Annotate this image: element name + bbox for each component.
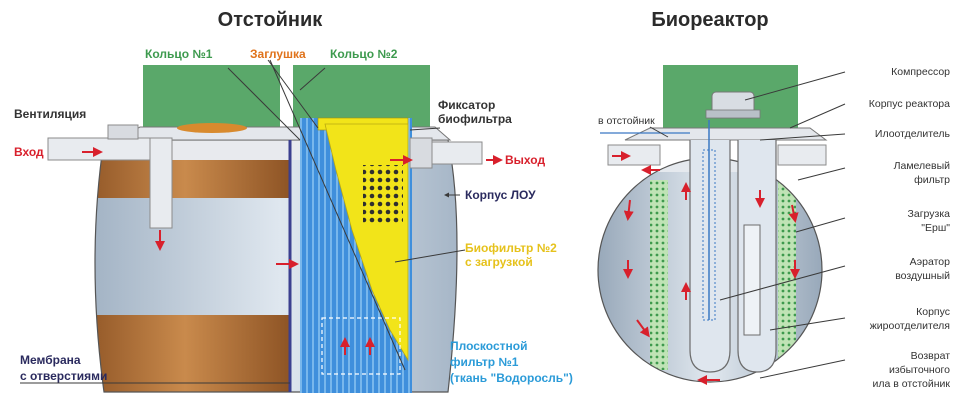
label-reactor-body: Корпус реактора: [869, 98, 950, 110]
label-membrane-1: Мембрана: [20, 353, 81, 367]
label-membrane-2: с отверстиями: [20, 369, 107, 383]
label-inlet: Вход: [14, 145, 44, 159]
label-ventilation: Вентиляция: [14, 107, 86, 121]
label-biofilter2-2: с загрузкой: [465, 255, 533, 269]
label-lamella-1: Ламелевый: [894, 160, 951, 172]
label-loading-1: Загрузка: [908, 208, 951, 220]
label-return-3: ила в отстойник: [873, 378, 951, 390]
label-return-2: избыточного: [889, 364, 950, 376]
label-body: Корпус ЛОУ: [465, 188, 536, 202]
plug-cap: [177, 123, 247, 133]
label-lamella-2: фильтр: [914, 174, 950, 186]
label-sludge-separator: Илоотделитель: [875, 128, 951, 140]
ventilation-pipe: [107, 124, 139, 140]
label-grease-2: жироотделителя: [870, 320, 950, 332]
label-outlet: Выход: [505, 153, 545, 167]
label-compressor: Компрессор: [891, 66, 950, 78]
inlet-pipe: [47, 137, 154, 161]
label-return-1: Возврат: [911, 350, 951, 362]
label-fixer-2: биофильтра: [438, 112, 512, 126]
label-flat-filter-2: фильтр №1: [450, 355, 519, 369]
label-aerator-2: воздушный: [895, 270, 950, 282]
bioreactor-title: Биореактор: [651, 9, 768, 31]
label-flat-filter-3: (ткань "Водоросль"): [450, 371, 573, 385]
label-grease-1: Корпус: [916, 306, 950, 318]
grease-separator: [689, 140, 731, 373]
label-aerator-1: Аэратор: [910, 256, 951, 268]
ring-1: [143, 65, 280, 127]
label-loading-2: "Ерш": [921, 222, 950, 234]
label-ring-2: Кольцо №2: [330, 47, 398, 61]
label-biofilter2-1: Биофильтр №2: [465, 241, 557, 255]
biofilter-loading: [363, 165, 403, 225]
settler-title: Отстойник: [218, 9, 324, 31]
label-to-settler: в отстойник: [598, 115, 655, 127]
label-flat-filter-1: Плоскостной: [450, 339, 527, 353]
label-ring-1: Кольцо №1: [145, 47, 213, 61]
label-plug: Заглушка: [250, 47, 306, 61]
label-fixer-1: Фиксатор: [438, 98, 495, 112]
ring-2: [293, 65, 430, 127]
